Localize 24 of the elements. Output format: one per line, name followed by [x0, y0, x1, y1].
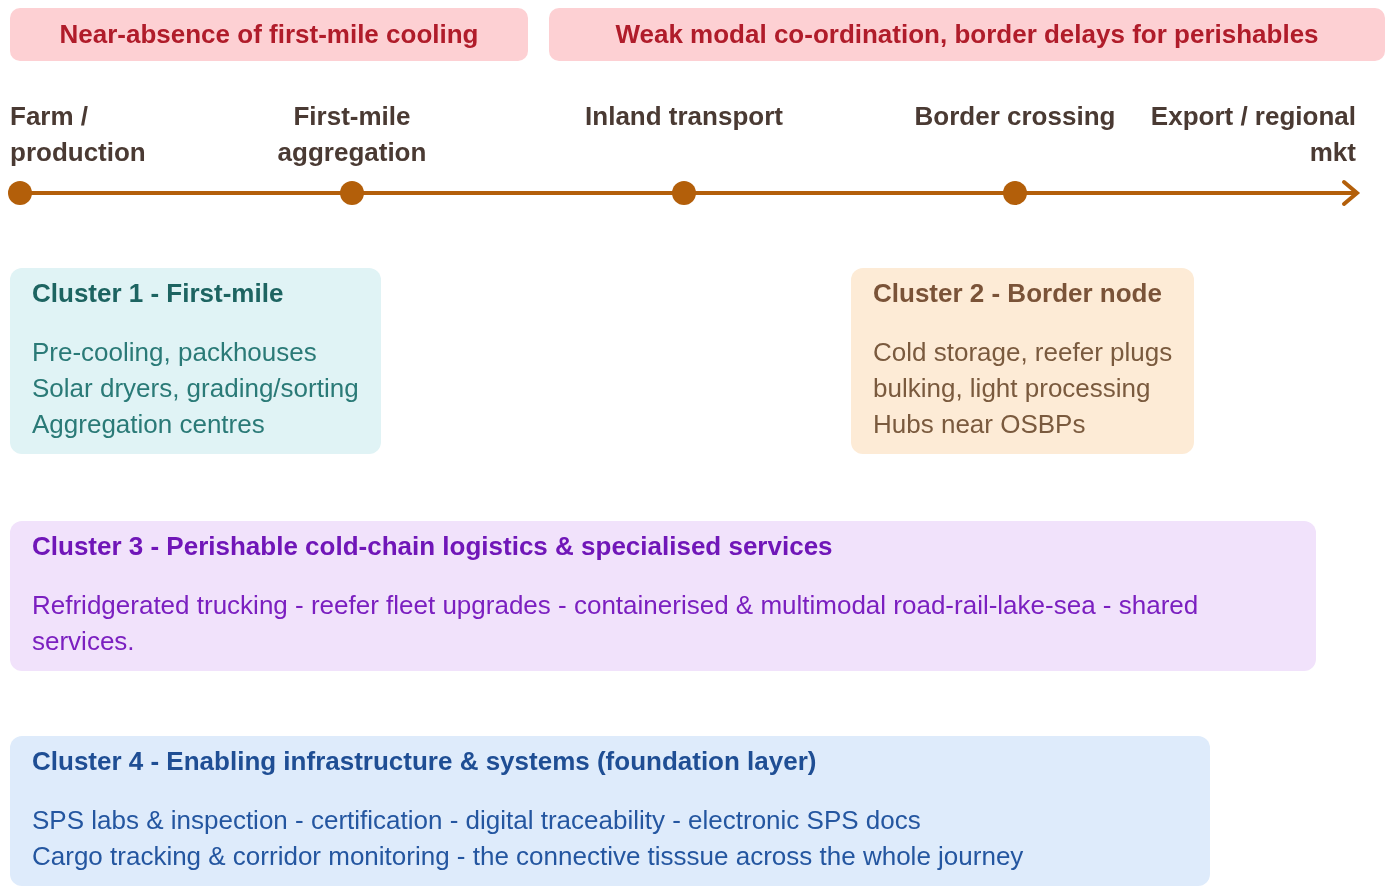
- cluster-text: Refridgerated trucking - reefer fleet upgrades - containerised & multimodal road-rail-lake-sea - shared services.: [32, 589, 1200, 658]
- cluster-heading: Cluster 3 - Perishable cold-chain logistics & specialised services: [32, 530, 834, 563]
- cluster-heading: Cluster 1 - First-mile: [32, 277, 285, 310]
- cluster-card: [10, 736, 1210, 886]
- cluster-card: [851, 268, 1195, 454]
- cluster-text: Solar dryers, grading/sorting: [32, 372, 359, 405]
- cluster-text: bulking, light processing: [873, 372, 1152, 405]
- stage-label: Export / regional mkt: [1149, 100, 1356, 169]
- cluster-heading: Cluster 2 - Border node: [873, 277, 1163, 310]
- cluster-text: SPS labs & inspection - certification - digital traceability - electronic SPS docs: [32, 804, 922, 837]
- cluster-text: Cold storage, reefer plugs: [873, 336, 1173, 369]
- stage-label: Farm / production: [10, 100, 147, 169]
- issue-banner: Near-absence of first-mile cooling: [10, 8, 528, 61]
- stage-label: Border crossing: [913, 100, 1117, 133]
- cluster-card: [10, 521, 1316, 671]
- issue-banner: Weak modal co-ordination, border delays for perishables: [549, 8, 1385, 61]
- cluster-text: Pre-cooling, packhouses: [32, 336, 318, 369]
- cluster-heading: Cluster 4 - Enabling infrastructure & systems (foundation layer): [32, 745, 818, 778]
- cluster-text: Aggregation centres: [32, 408, 266, 441]
- cluster-text: Cargo tracking & corridor monitoring - the connective tisssue across the whole journey: [32, 840, 1025, 873]
- stage-label: First-mile aggregation: [276, 100, 428, 169]
- cluster-text: Hubs near OSBPs: [873, 408, 1087, 441]
- stage-label: Inland transport: [584, 100, 784, 133]
- cluster-card: [10, 268, 381, 454]
